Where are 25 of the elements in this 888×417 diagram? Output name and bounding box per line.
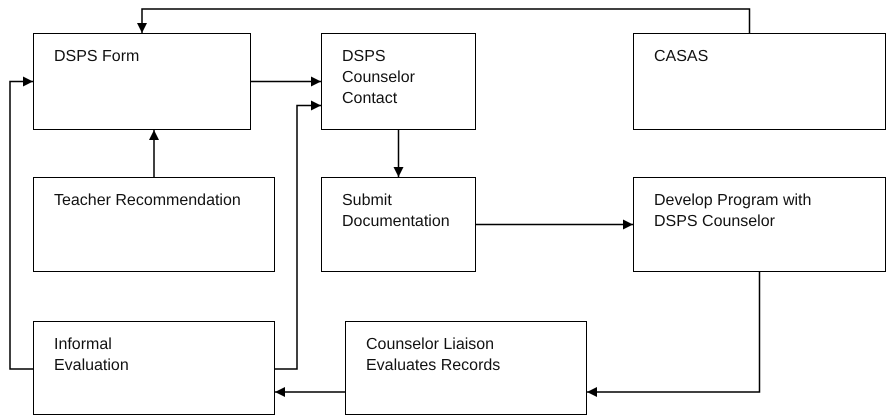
box-label: DSPS Form (54, 47, 140, 67)
arrow (251, 76, 321, 86)
box-label: CASAS (654, 47, 710, 67)
process-box (633, 177, 886, 272)
arrow (9, 76, 33, 370)
box-label: Informal Evaluation (54, 335, 130, 376)
arrow (149, 130, 159, 177)
arrow (587, 272, 760, 397)
process-box (633, 33, 886, 130)
arrow (476, 220, 633, 230)
process-box (321, 177, 476, 272)
arrow (275, 100, 321, 370)
arrow (137, 8, 750, 33)
arrow (275, 387, 345, 397)
process-box (33, 321, 275, 415)
box-label: DSPS Counselor Contact (342, 47, 416, 109)
process-box (345, 321, 587, 415)
box-label: Teacher Recommendation (54, 191, 242, 211)
box-label: Submit Documentation (342, 191, 451, 232)
box-label: Counselor Liaison Evaluates Records (366, 335, 502, 376)
box-label: Develop Program with DSPS Counselor (654, 191, 812, 232)
arrow (394, 130, 404, 177)
process-box (321, 33, 476, 130)
process-box (33, 177, 275, 272)
process-box (33, 33, 251, 130)
